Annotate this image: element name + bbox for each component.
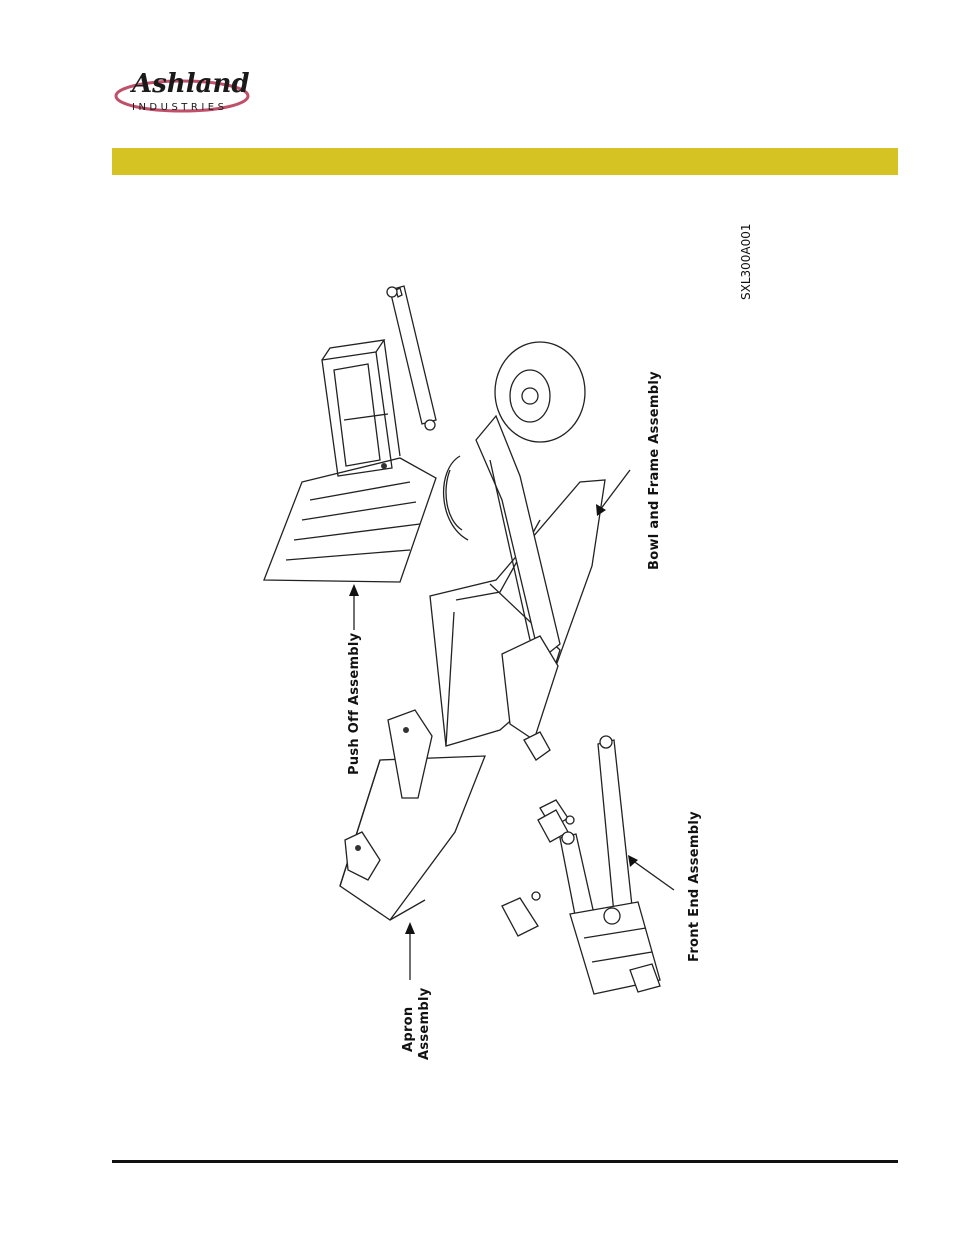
logo-subtitle: INDUSTRIES (132, 102, 227, 113)
push-off-assembly (263, 339, 437, 583)
front-end-arrow (628, 855, 675, 891)
push-off-arrow (349, 584, 359, 630)
bowl-frame-label: Bowl and Frame Assembly (647, 371, 662, 570)
apron-label-line2: Assembly (417, 987, 432, 1060)
apron-arrow (405, 922, 415, 980)
front-end-label: Front End Assembly (687, 811, 702, 962)
apron-label-line1: Apron (401, 1007, 416, 1052)
hydraulic-cylinders (501, 799, 575, 937)
assembly-diagram: SXL300A001 Push Off Assembly (240, 220, 800, 1080)
header-band (112, 148, 898, 175)
bowl-frame-assembly (429, 341, 606, 761)
drawing-code: SXL300A001 (739, 223, 753, 300)
hydraulic-cylinder-top (386, 285, 437, 431)
footer-rule (112, 1160, 898, 1163)
push-off-label: Push Off Assembly (347, 632, 362, 775)
logo-brand: Ashland (129, 69, 250, 99)
bowl-frame-arrow (596, 469, 631, 516)
front-end-assembly (559, 735, 661, 995)
company-logo: Ashland INDUSTRIES (112, 66, 252, 118)
apron-assembly (339, 709, 486, 921)
